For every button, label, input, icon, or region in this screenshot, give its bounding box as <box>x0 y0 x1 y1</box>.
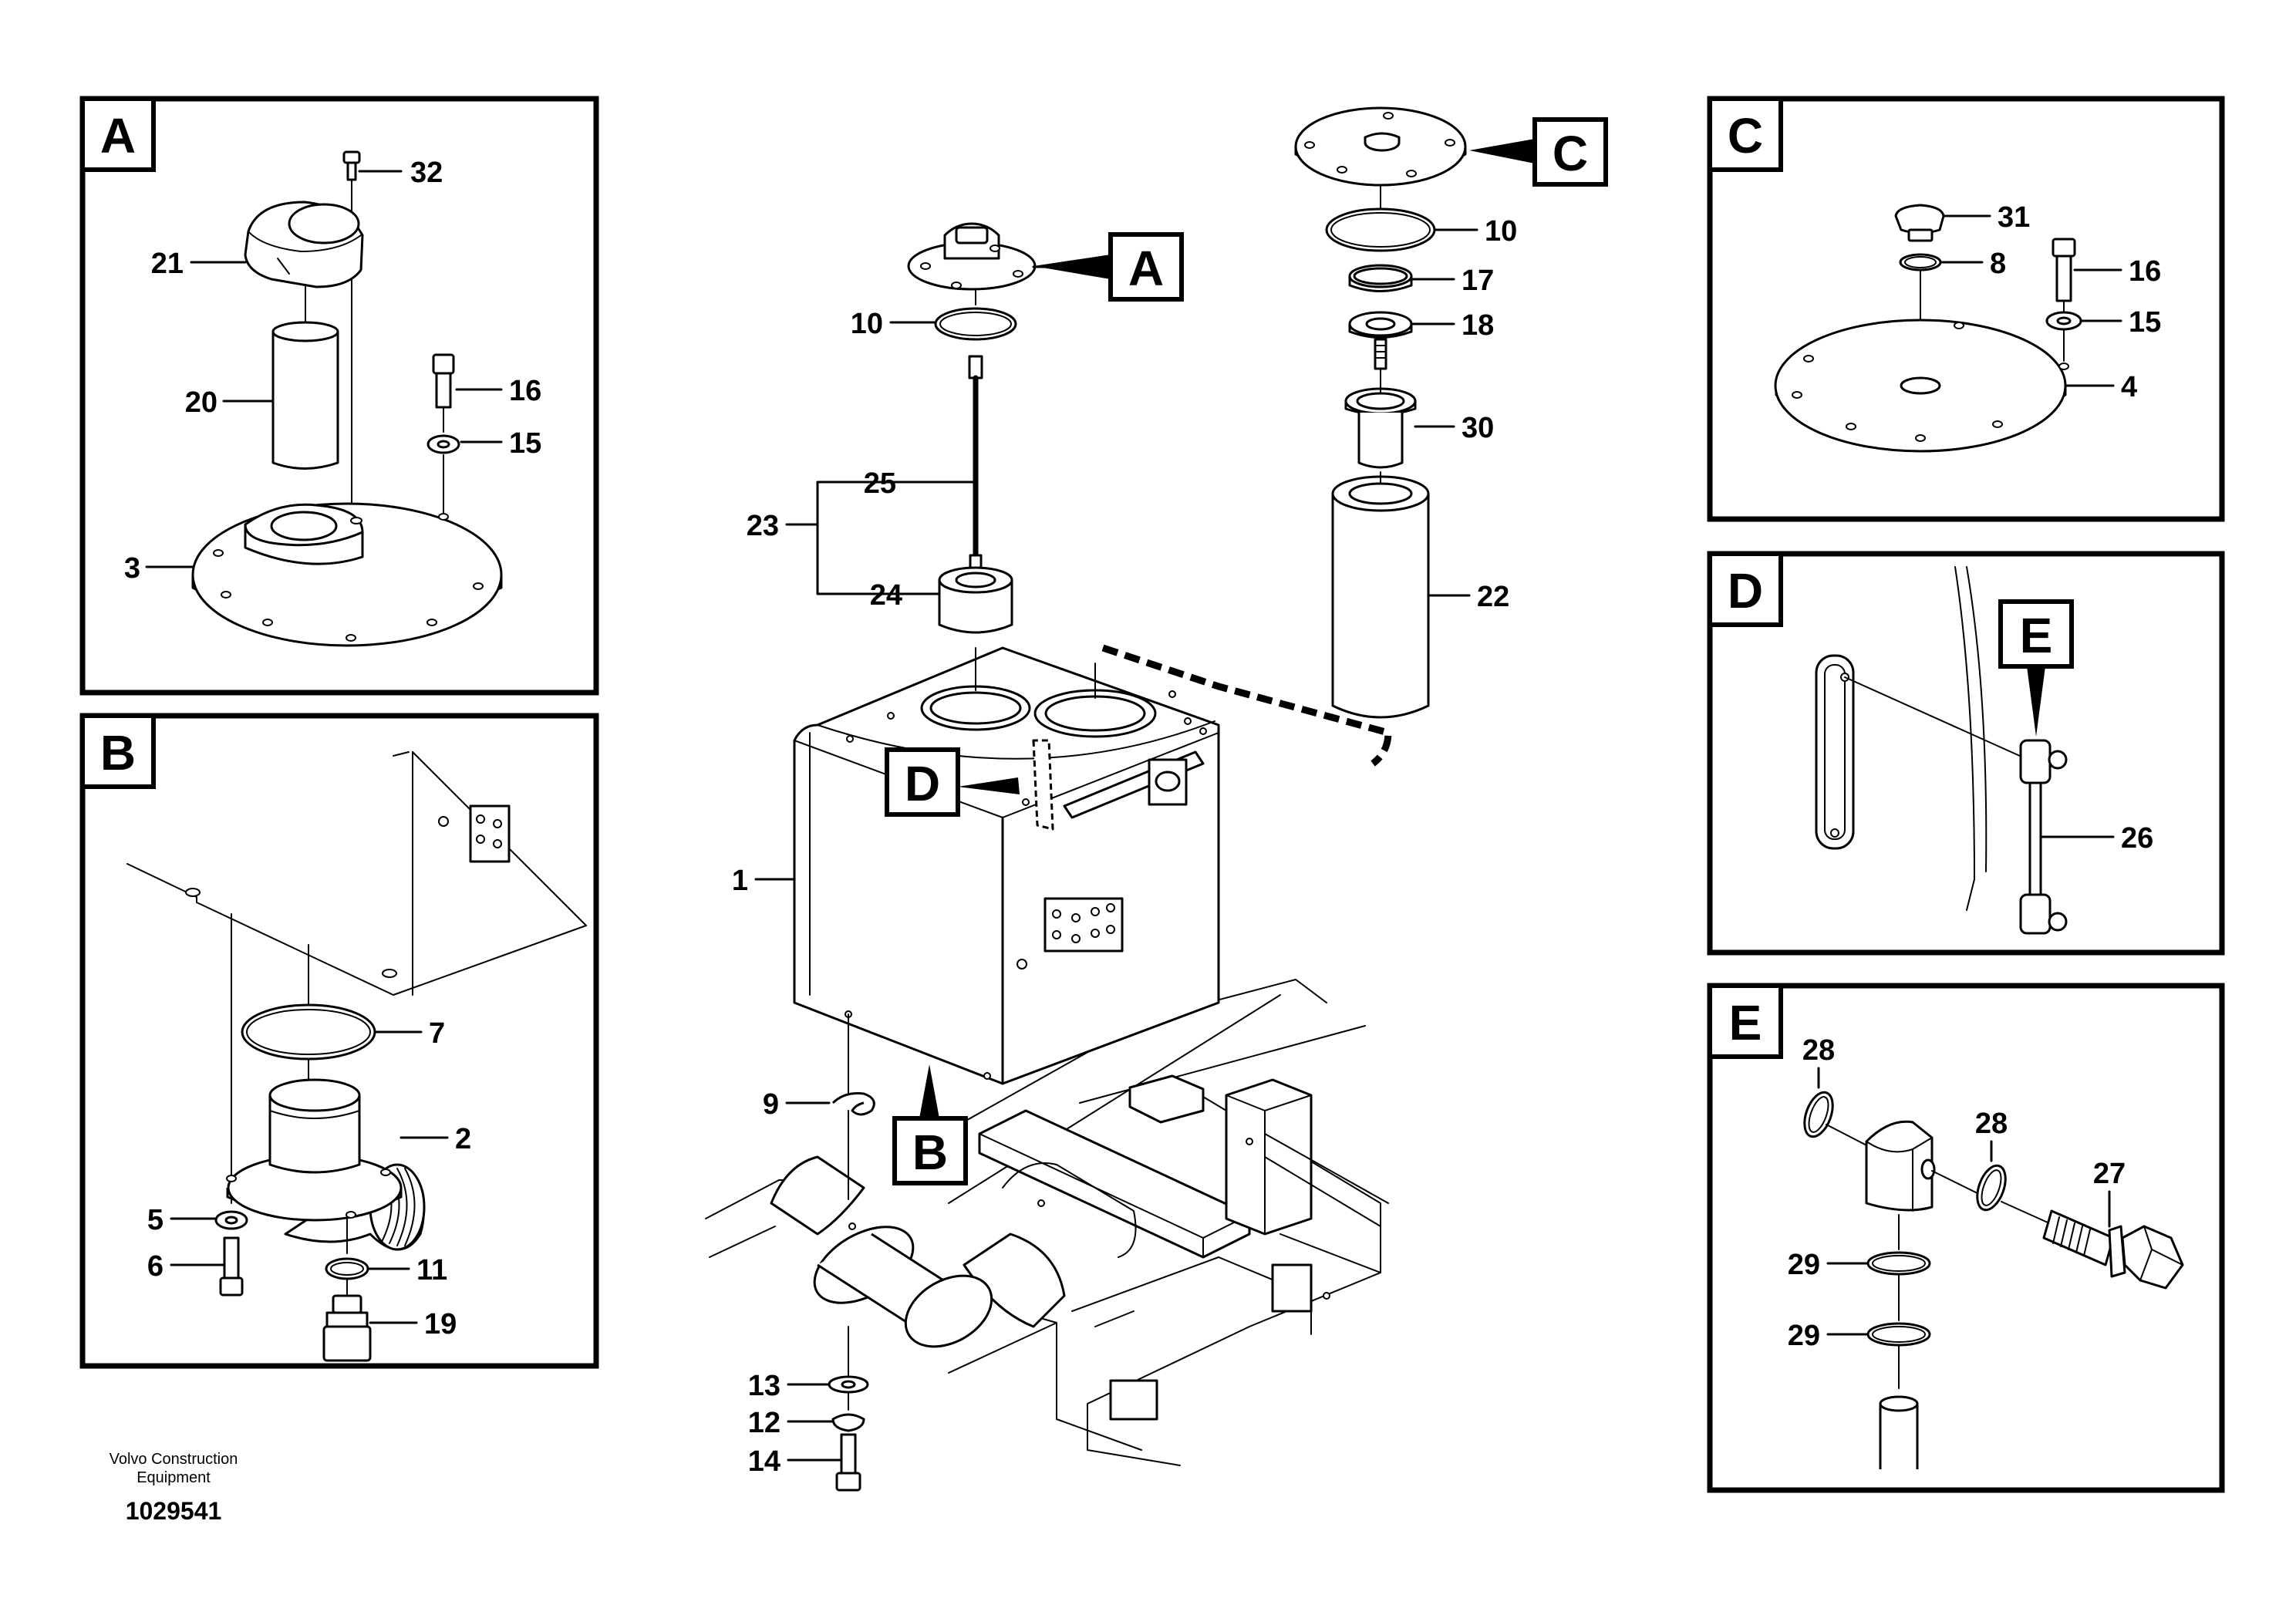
washer-15 <box>426 434 460 514</box>
panel-b-letter: B <box>100 725 136 781</box>
callout-e-letter: E <box>2020 608 2053 663</box>
bolt-16-c <box>2052 238 2076 313</box>
label-2: 2 <box>455 1123 471 1155</box>
level-sensor-25 <box>968 355 983 572</box>
screw-32 <box>342 150 361 510</box>
o-ring-28-right <box>1976 1164 2007 1212</box>
banjo-bolt-27 <box>2042 1209 2184 1290</box>
valve-18 <box>1348 311 1413 370</box>
label-23: 23 <box>747 510 779 542</box>
label-16: 16 <box>509 375 541 407</box>
label-10-lower: 10 <box>1485 215 1517 248</box>
label-27: 27 <box>2093 1158 2126 1190</box>
rod-end <box>1879 1395 1919 1469</box>
callout-a-letter: A <box>1128 241 1164 296</box>
panel-c-letter: C <box>1728 108 1763 164</box>
label-30: 30 <box>1462 412 1494 444</box>
o-ring-11 <box>325 1257 369 1280</box>
label-25: 25 <box>864 467 896 500</box>
label-10-upper: 10 <box>851 308 883 340</box>
label-14: 14 <box>748 1445 781 1478</box>
drain-flange-2 <box>226 1078 426 1254</box>
filler-cap-21 <box>244 201 364 288</box>
filter-cover <box>1294 106 1467 209</box>
filter-tube-20 <box>271 286 339 470</box>
label-7: 7 <box>429 1017 445 1050</box>
callout-b: B <box>892 1064 968 1185</box>
label-18: 18 <box>1462 309 1494 342</box>
label-12: 12 <box>748 1407 781 1439</box>
snap-ring-9 <box>831 1092 875 1116</box>
label-17: 17 <box>1462 265 1494 297</box>
callout-b-letter: B <box>912 1125 948 1180</box>
callout-e: E <box>1998 599 2074 737</box>
callout-d-letter: D <box>905 756 940 811</box>
label-19: 19 <box>424 1308 457 1340</box>
label-8: 8 <box>1990 248 2006 280</box>
label-32: 32 <box>410 157 443 189</box>
o-ring-10-lower <box>1325 207 1436 252</box>
tank-corner <box>126 751 587 1204</box>
panel-b: B <box>79 713 599 1369</box>
label-31: 31 <box>1998 201 2030 234</box>
label-9: 9 <box>763 1088 779 1121</box>
panel-a-letter: A <box>100 108 136 164</box>
company-name-line1: Volvo Construction <box>110 1451 238 1468</box>
plug-31 <box>1894 204 1945 242</box>
label-22: 22 <box>1477 581 1509 613</box>
strainer-24 <box>938 566 1013 634</box>
callout-c-letter: C <box>1553 126 1588 181</box>
flange-plate-3 <box>191 502 503 647</box>
label-15-c: 15 <box>2129 306 2161 339</box>
label-29-lower: 29 <box>1788 1320 1820 1352</box>
panel-c: C 31 <box>1707 96 2225 522</box>
label-6: 6 <box>147 1250 164 1283</box>
o-ring-7 <box>241 1003 376 1061</box>
tank-cap-assembly <box>907 222 1037 305</box>
mounting-bracket <box>1815 654 1855 850</box>
filter-element-22 <box>1331 471 1430 719</box>
spring-17 <box>1348 264 1413 292</box>
panel-d-letter: D <box>1728 563 1763 619</box>
bolt-6 <box>219 1236 244 1297</box>
cover-plate-4 <box>1774 319 2069 453</box>
company-name-line2: Equipment <box>137 1469 211 1486</box>
label-26: 26 <box>2121 822 2153 855</box>
label-20: 20 <box>185 386 217 419</box>
return-hose <box>1101 644 1392 767</box>
bolt-14 <box>835 1391 861 1492</box>
drawing-number: 1029541 <box>126 1497 222 1525</box>
callout-c: C <box>1469 117 1608 187</box>
lock-washer-12 <box>831 1413 865 1432</box>
label-4: 4 <box>2121 371 2137 403</box>
label-11: 11 <box>416 1254 447 1286</box>
banjo-fitting <box>1865 1120 1936 1212</box>
label-16-c: 16 <box>2129 255 2161 288</box>
label-13: 13 <box>748 1370 781 1402</box>
panel-a: A <box>79 96 599 696</box>
label-15: 15 <box>509 427 541 460</box>
label-29-upper: 29 <box>1788 1249 1820 1281</box>
callout-d: D <box>885 747 1020 817</box>
drain-plug-19 <box>322 1294 372 1362</box>
main-assembly: 10 25 23 24 1 9 13 12 14 10 17 18 30 22 … <box>705 106 1608 1492</box>
label-24: 24 <box>870 579 902 612</box>
label-21: 21 <box>151 248 184 280</box>
label-1: 1 <box>732 865 748 897</box>
callout-a: A <box>1032 232 1184 302</box>
bolt-16 <box>432 353 455 433</box>
panel-e-letter: E <box>1729 995 1762 1050</box>
o-ring-28-left <box>1803 1091 1834 1138</box>
label-5: 5 <box>147 1204 164 1236</box>
sleeve-30 <box>1344 368 1417 469</box>
panel-d: D 26 E <box>1707 551 2225 956</box>
label-28-right: 28 <box>1975 1108 2008 1140</box>
label-3: 3 <box>124 552 140 585</box>
link-rod-26 <box>2019 739 2068 935</box>
panel-e: E <box>1707 983 2225 1493</box>
label-28-left: 28 <box>1802 1034 1835 1067</box>
footer-credit: Volvo Construction Equipment 1029541 <box>110 1451 238 1525</box>
o-ring-10-upper <box>934 307 1017 341</box>
